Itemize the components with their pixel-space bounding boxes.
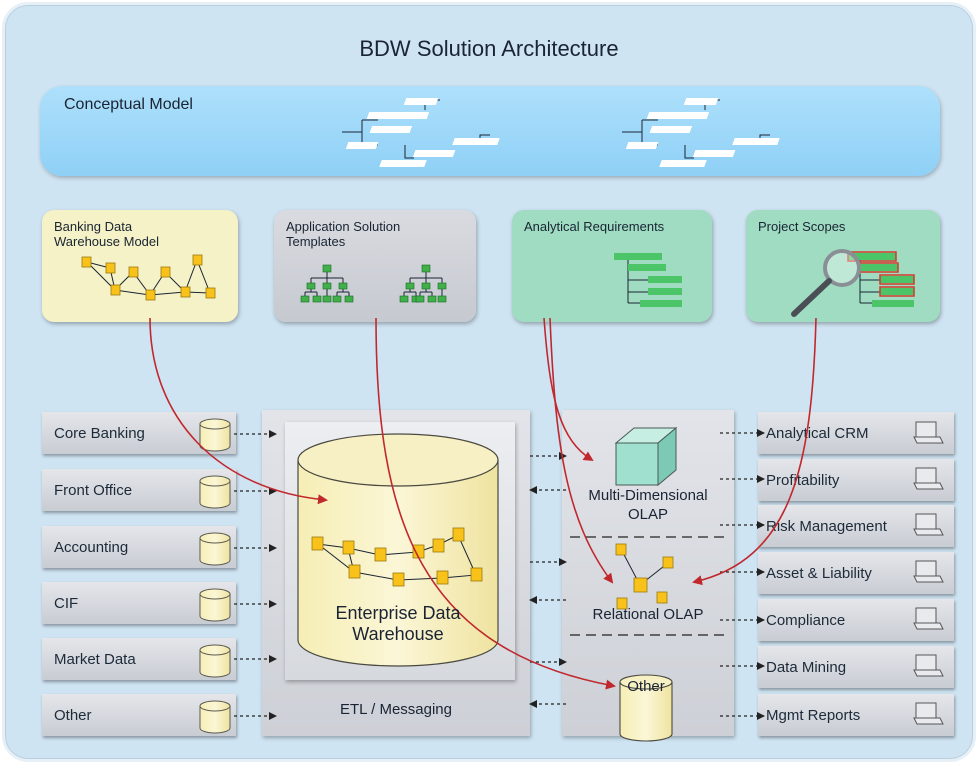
application-templates-panel (274, 210, 476, 322)
warehouse-network-icon (311, 527, 483, 587)
olap-cube-icon (614, 426, 678, 487)
magnifier-icon (791, 249, 915, 317)
banking-model-panel (42, 210, 238, 322)
org-chart-icon (304, 272, 443, 296)
banking-network-icon (81, 254, 216, 301)
relational-olap-label: Relational OLAP (592, 606, 704, 623)
red-mapping-arrows (149, 317, 817, 690)
etl-messaging-label: ETL / Messaging (340, 701, 452, 718)
output-analytical-crm: Analytical CRM (758, 412, 954, 454)
other-cylinder (619, 674, 673, 742)
computer-icons (913, 421, 944, 725)
source-cylinders (199, 418, 231, 734)
conceptual-model-band (40, 86, 940, 176)
enterprise-warehouse-cylinder (297, 433, 499, 667)
other-olap-label: Other (627, 678, 665, 695)
conceptual-model-label: Conceptual Model (64, 96, 193, 113)
requirements-tree-icon (614, 253, 682, 307)
analytical-requirements-label: Analytical Requirements (524, 219, 665, 234)
diagram-title: BDW Solution Architecture (359, 36, 619, 61)
conceptual-tree-left-icon (342, 99, 490, 159)
project-scopes-label: Project Scopes (758, 219, 846, 234)
